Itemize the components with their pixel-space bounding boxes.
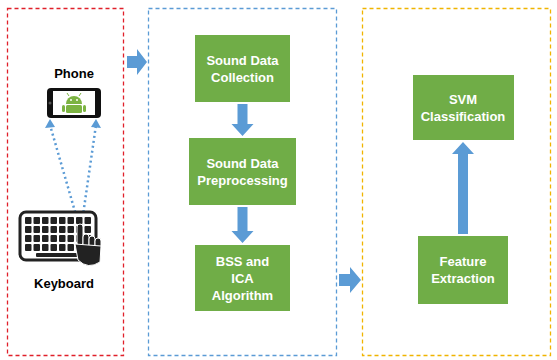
box-label: Sound Data Preprocessing: [197, 155, 288, 189]
flow-arrow: [232, 207, 254, 243]
hand-icon: [75, 224, 101, 266]
process-box: BSS and ICA Algorithm: [195, 245, 290, 311]
process-box: SVM Classification: [413, 75, 514, 140]
box-label: SVM Classification: [421, 91, 506, 125]
processing-panel: [149, 9, 337, 356]
device-label: Keyboard: [34, 276, 94, 291]
box-label: BSS and ICA Algorithm: [203, 253, 282, 304]
box-label: Sound Data Collection: [203, 52, 282, 86]
classification-panel: [363, 9, 551, 356]
process-box: Feature Extraction: [418, 236, 508, 304]
flow-arrow: [232, 104, 254, 136]
signal-arrowhead: [91, 119, 101, 128]
signal-arrowhead: [45, 119, 55, 128]
panel-arrow: [339, 267, 361, 293]
flow-arrow: [452, 142, 474, 234]
box-label: Feature Extraction: [426, 253, 500, 287]
panel-arrow: [127, 49, 147, 75]
phone-icon: [47, 88, 101, 118]
device-label: Phone: [54, 66, 94, 81]
signal-line: [50, 125, 96, 222]
process-box: Sound Data Collection: [195, 35, 290, 102]
device-panel: [8, 9, 124, 356]
process-box: Sound Data Preprocessing: [189, 138, 296, 205]
